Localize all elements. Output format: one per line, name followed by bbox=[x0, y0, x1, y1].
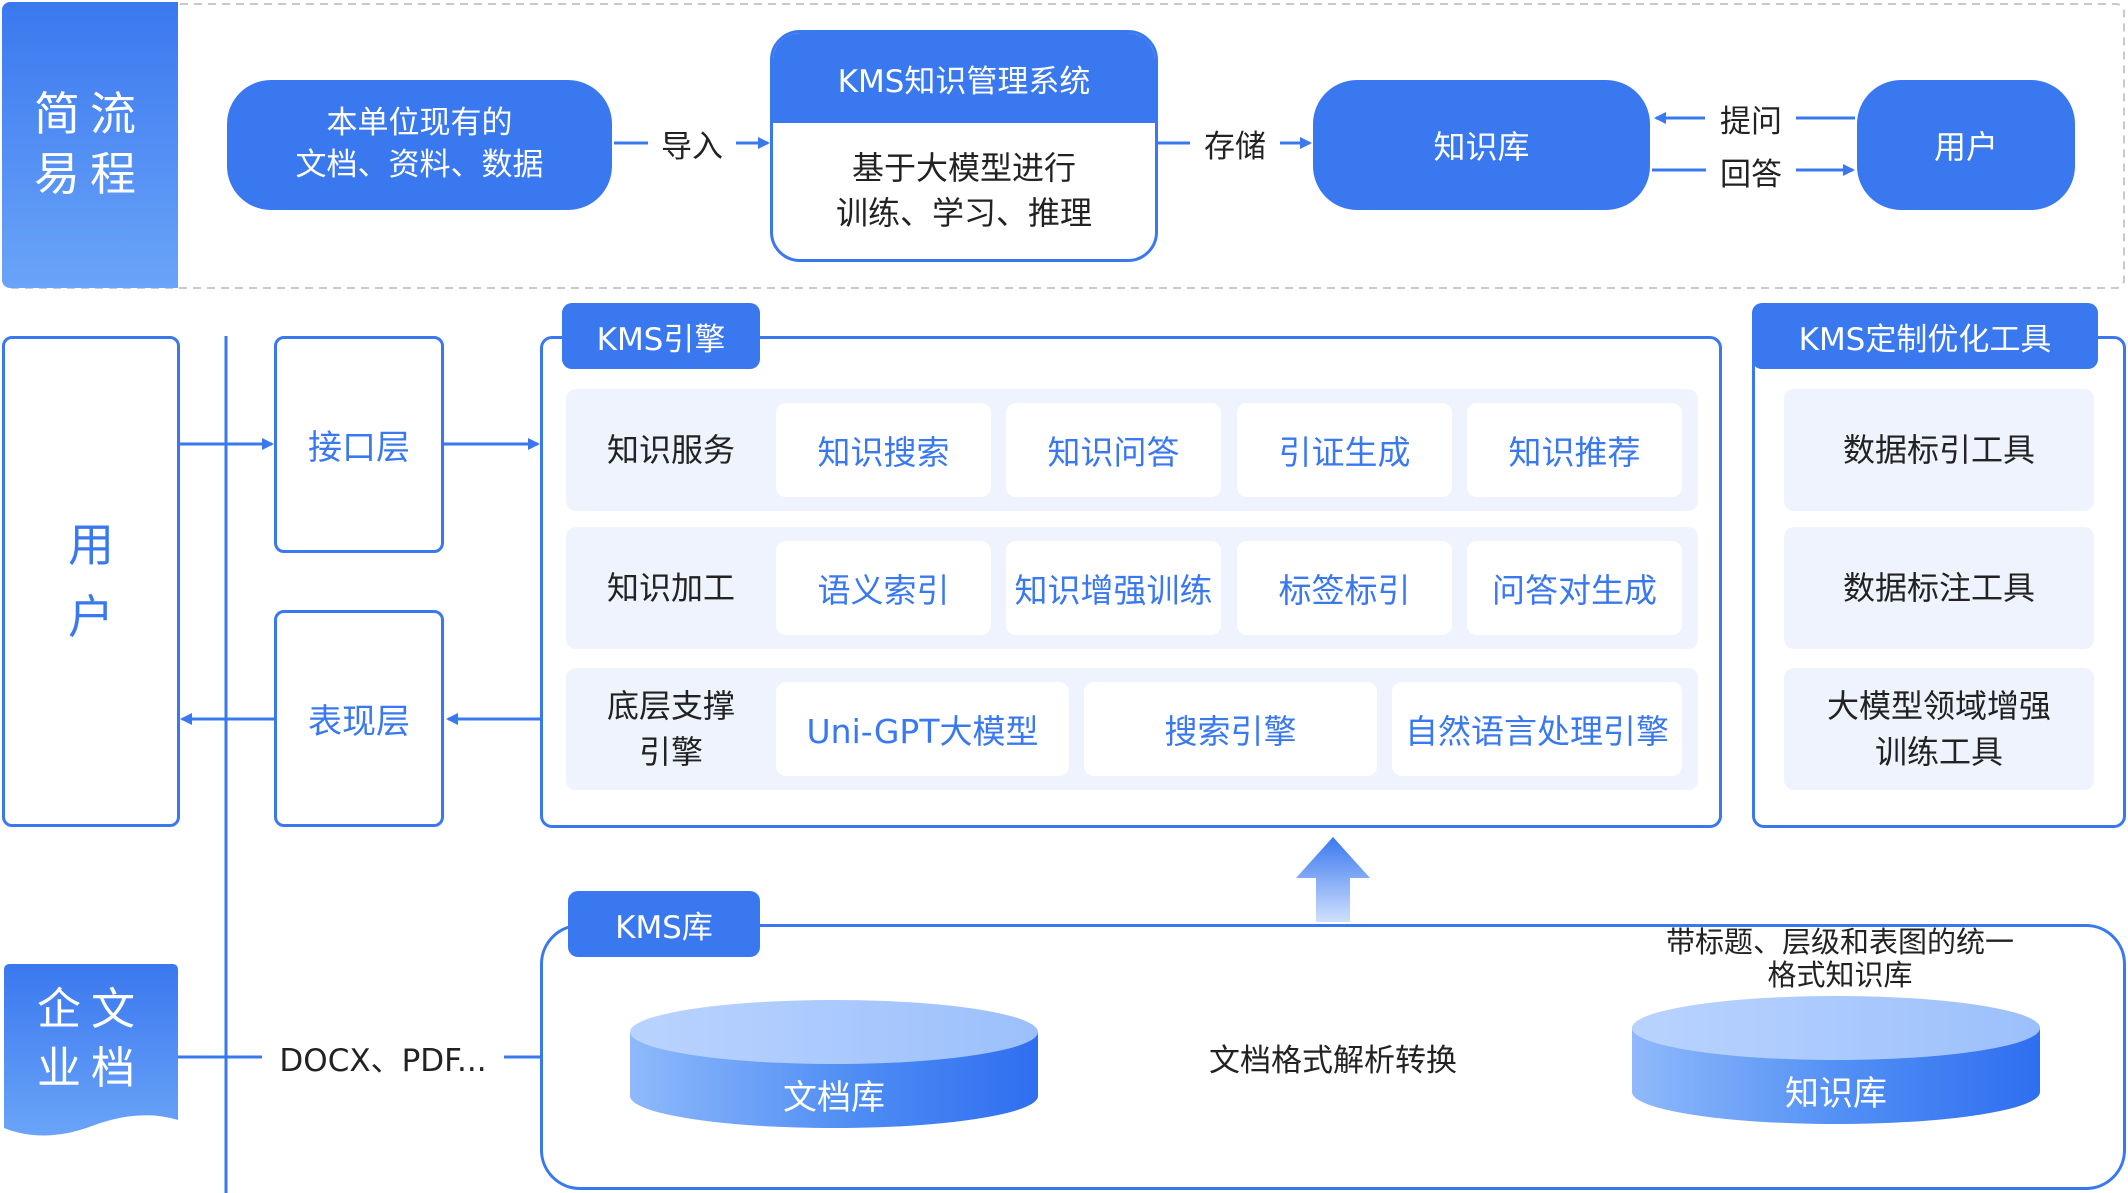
document-db-cylinder: 文档库 bbox=[630, 1000, 1038, 1128]
row-label: 知识服务 bbox=[606, 430, 735, 469]
document-db-label: 文档库 bbox=[783, 1077, 885, 1118]
source-data-node: 本单位现有的 文档、资料、数据 bbox=[227, 80, 612, 210]
cell-knowledge-recommend: 知识推荐 bbox=[1467, 403, 1682, 497]
tool-data-indexing: 数据标引工具 bbox=[1784, 389, 2094, 511]
row-label: 底层支撑 引擎 bbox=[606, 686, 735, 771]
interface-layer: 接口层 bbox=[274, 336, 444, 553]
kms-library-tab: KMS库 bbox=[568, 891, 760, 957]
cell-knowledge-search: 知识搜索 bbox=[776, 403, 991, 497]
up-arrow-icon bbox=[1296, 837, 1370, 922]
cell-citation-generation: 引证生成 bbox=[1237, 403, 1452, 497]
tool-domain-training: 大模型领域增强 训练工具 bbox=[1784, 668, 2094, 790]
kms-system-title: KMS知识管理系统 bbox=[773, 33, 1155, 123]
cell-uni-gpt-model: Uni-GPT大模型 bbox=[776, 682, 1069, 776]
import-label: 导入 bbox=[661, 128, 723, 165]
knowledge-db-caption: 带标题、层级和表图的统一 格式知识库 bbox=[1665, 924, 2014, 992]
cell-knowledge-enhanced-training: 知识增强训练 bbox=[1006, 541, 1221, 635]
top-dashed-frame bbox=[3, 3, 2125, 289]
cell-nlp-engine: 自然语言处理引擎 bbox=[1392, 682, 1682, 776]
presentation-layer: 表现层 bbox=[274, 610, 444, 827]
user-column: 用 户 bbox=[2, 336, 180, 827]
cell-search-engine: 搜索引擎 bbox=[1084, 682, 1377, 776]
user-node-top: 用户 bbox=[1857, 80, 2075, 210]
answer-label: 回答 bbox=[1720, 156, 1782, 193]
cell-semantic-index: 语义索引 bbox=[776, 541, 991, 635]
cell-tag-indexing: 标签标引 bbox=[1237, 541, 1452, 635]
formats-label: DOCX、PDF... bbox=[279, 1042, 487, 1079]
knowledge-base-node: 知识库 bbox=[1313, 80, 1650, 210]
row-label: 知识加工 bbox=[606, 568, 735, 607]
store-label: 存储 bbox=[1204, 128, 1266, 165]
kms-engine-tab: KMS引擎 bbox=[562, 303, 760, 369]
enterprise-docs-label: 企文 业档 bbox=[37, 983, 145, 1094]
kms-system-body: 基于大模型进行 训练、学习、推理 bbox=[835, 149, 1092, 232]
knowledge-db-label: 知识库 bbox=[1785, 1073, 1887, 1114]
kms-system-node: KMS知识管理系统 基于大模型进行 训练、学习、推理 bbox=[770, 30, 1158, 262]
format-conversion-label: 文档格式解析转换 bbox=[1209, 1042, 1457, 1079]
cell-knowledge-qa: 知识问答 bbox=[1006, 403, 1221, 497]
tool-data-annotation: 数据标注工具 bbox=[1784, 527, 2094, 649]
kms-tools-tab: KMS定制优化工具 bbox=[1752, 303, 2098, 369]
knowledge-db-cylinder: 知识库 bbox=[1632, 996, 2040, 1124]
ask-label: 提问 bbox=[1720, 103, 1782, 140]
simple-flow-badge: 简流 易程 bbox=[2, 2, 178, 288]
cell-qa-pair-generation: 问答对生成 bbox=[1467, 541, 1682, 635]
